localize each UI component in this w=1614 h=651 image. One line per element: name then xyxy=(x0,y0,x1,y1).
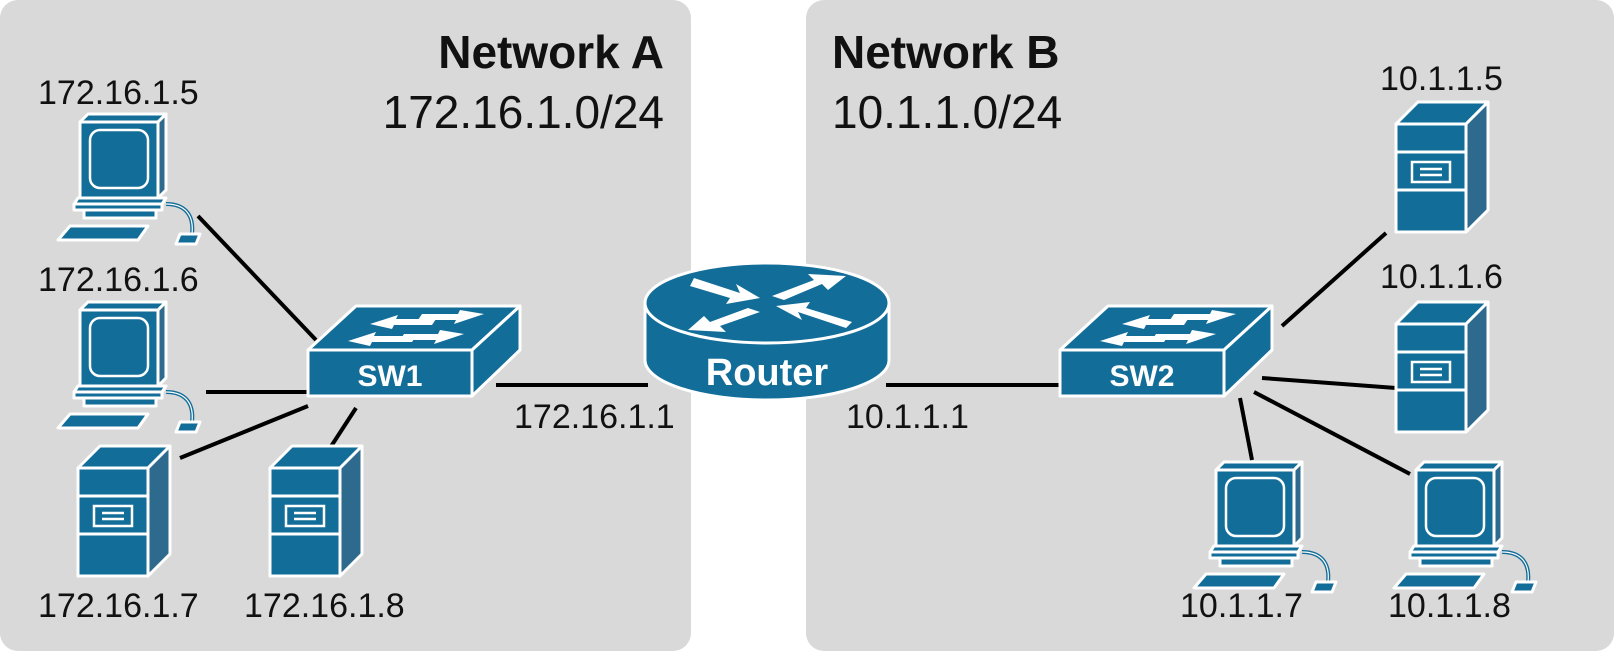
host-172-16-1-6[interactable]: 172.16.1.6 xyxy=(38,261,202,434)
network-b-title: Network B xyxy=(832,26,1059,78)
link-sw1-host-5 xyxy=(196,214,318,342)
host-ip-label: 172.16.1.5 xyxy=(38,74,199,112)
network-a-subnet: 172.16.1.0/24 xyxy=(383,86,664,138)
link-sw2-host-8 xyxy=(1253,390,1411,476)
router-icon xyxy=(643,261,891,402)
link-sw1-host-7 xyxy=(179,404,309,460)
router[interactable]: Router xyxy=(643,261,891,402)
link-sw2-host-6 xyxy=(1261,376,1397,390)
link-sw2-host-5 xyxy=(1280,231,1388,328)
link-sw2-host-7 xyxy=(1238,397,1254,461)
host-ip-label: 10.1.1.7 xyxy=(1180,587,1303,625)
switch-label: SW2 xyxy=(1109,360,1174,393)
host-10-1-1-7[interactable]: 10.1.1.7 xyxy=(1180,460,1338,625)
host-10-1-1-8[interactable]: 10.1.1.8 xyxy=(1388,460,1538,625)
host-ip-label: 10.1.1.6 xyxy=(1380,258,1503,296)
network-b-subnet: 10.1.1.0/24 xyxy=(832,86,1062,138)
link-sw1-host-8 xyxy=(328,406,358,450)
switch-sw1[interactable]: SW1 xyxy=(306,304,522,398)
host-ip-label: 172.16.1.8 xyxy=(244,587,405,625)
host-172-16-1-8[interactable]: 172.16.1.8 xyxy=(244,444,405,625)
gateway-ip-network-a: 172.16.1.1 xyxy=(514,398,675,436)
switch-sw2[interactable]: SW2 xyxy=(1058,304,1274,398)
server-icon xyxy=(1394,100,1490,234)
host-10-1-1-6[interactable]: 10.1.1.6 xyxy=(1380,258,1503,434)
server-icon xyxy=(1394,300,1490,434)
host-ip-label: 172.16.1.6 xyxy=(38,261,199,299)
server-icon xyxy=(76,444,172,578)
host-172-16-1-5[interactable]: 172.16.1.5 xyxy=(38,74,202,246)
host-ip-label: 172.16.1.7 xyxy=(38,587,199,625)
host-ip-label: 10.1.1.8 xyxy=(1388,587,1511,625)
gateway-ip-network-b: 10.1.1.1 xyxy=(846,398,969,436)
network-a-title: Network A xyxy=(438,26,664,78)
router-label: Router xyxy=(706,352,829,394)
server-icon xyxy=(268,444,364,578)
switch-label: SW1 xyxy=(357,360,422,393)
host-10-1-1-5[interactable]: 10.1.1.5 xyxy=(1380,60,1503,234)
host-ip-label: 10.1.1.5 xyxy=(1380,60,1503,98)
host-172-16-1-7[interactable]: 172.16.1.7 xyxy=(38,444,199,625)
